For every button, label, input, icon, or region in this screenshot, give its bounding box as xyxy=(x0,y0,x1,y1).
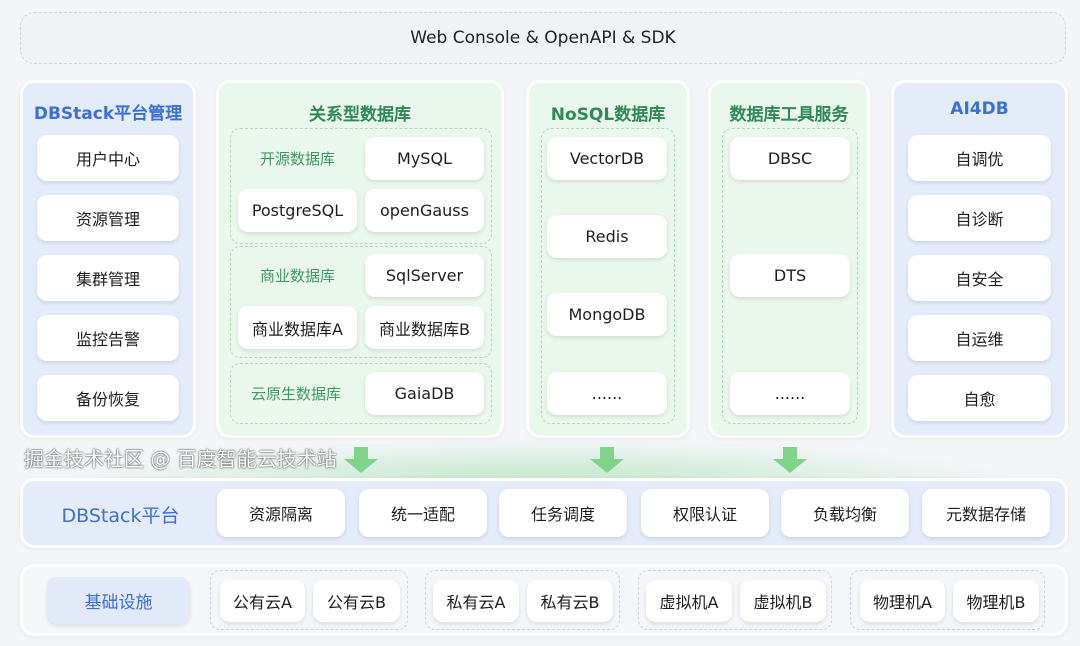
relational-title: 关系型数据库 xyxy=(309,105,411,125)
mgmt-item: 用户中心 xyxy=(37,135,179,181)
arrow-down-icon xyxy=(773,447,807,473)
physical-group xyxy=(850,570,1045,630)
api-layer-title: Web Console & OpenAPI & SDK xyxy=(410,28,676,48)
nosql-group xyxy=(541,128,675,424)
ai4db-item: 自愈 xyxy=(908,375,1051,421)
open-source-group xyxy=(230,128,492,244)
db-commercial-a: 商业数据库A xyxy=(238,306,357,349)
db-gaiadb: GaiaDB xyxy=(365,372,484,415)
ai4db-item: 自安全 xyxy=(908,255,1051,301)
db-mongodb: MongoDB xyxy=(547,293,667,336)
ai4db-title: AI4DB xyxy=(950,99,1009,119)
mgmt-item: 资源管理 xyxy=(37,195,179,241)
mgmt-title: DBStack平台管理 xyxy=(33,104,183,124)
db-redis: Redis xyxy=(547,215,667,258)
infra-item: 虚拟机B xyxy=(740,580,826,622)
cloud-native-group xyxy=(230,363,492,424)
tools-more: ...... xyxy=(730,372,850,415)
ai4db-item: 自运维 xyxy=(908,315,1051,361)
db-vectordb: VectorDB xyxy=(547,137,667,180)
tool-dbsc: DBSC xyxy=(730,137,850,180)
platform-item: 资源隔离 xyxy=(217,489,345,537)
cloud-native-label: 云原生数据库 xyxy=(250,385,341,403)
nosql-more: ...... xyxy=(547,372,667,415)
commercial-label: 商业数据库 xyxy=(259,267,335,285)
ai4db-item: 自调优 xyxy=(908,135,1051,181)
tool-dts: DTS xyxy=(730,254,850,297)
infra-item: 公有云A xyxy=(220,580,305,622)
commercial-group xyxy=(230,246,492,358)
infra-title: 基础设施 xyxy=(47,577,190,624)
db-mysql: MySQL xyxy=(365,137,484,180)
db-opengauss: openGauss xyxy=(365,189,484,232)
platform-title: DBStack平台 xyxy=(61,505,180,527)
platform-item: 权限认证 xyxy=(641,489,769,537)
nosql-title: NoSQL数据库 xyxy=(550,105,666,125)
platform-item: 任务调度 xyxy=(499,489,627,537)
platform-item: 统一适配 xyxy=(359,489,487,537)
ai4db-item: 自诊断 xyxy=(908,195,1051,241)
infra-item: 私有云B xyxy=(527,580,613,622)
tools-group xyxy=(722,128,858,424)
public-cloud-group xyxy=(210,570,408,630)
flow-glow xyxy=(60,440,1020,482)
db-postgresql: PostgreSQL xyxy=(238,189,357,232)
infra-item: 物理机A xyxy=(860,580,945,622)
tools-title: 数据库工具服务 xyxy=(729,105,849,125)
private-cloud-group xyxy=(425,570,620,630)
db-commercial-b: 商业数据库B xyxy=(365,306,484,349)
platform-item: 元数据存储 xyxy=(922,489,1050,537)
infra-item: 公有云B xyxy=(313,580,400,622)
api-layer-bar: Web Console & OpenAPI & SDK xyxy=(20,12,1066,64)
infra-item: 虚拟机A xyxy=(646,580,732,622)
watermark: 掘金技术社区 @ 百度智能云技术站 xyxy=(24,447,337,471)
mgmt-item: 监控告警 xyxy=(37,315,179,361)
mgmt-item: 备份恢复 xyxy=(37,375,179,421)
infra-item: 私有云A xyxy=(433,580,519,622)
vm-group xyxy=(638,570,832,630)
platform-item: 负载均衡 xyxy=(781,489,909,537)
arrow-down-icon xyxy=(344,447,378,473)
mgmt-item: 集群管理 xyxy=(37,255,179,301)
open-source-label: 开源数据库 xyxy=(259,150,335,168)
db-sqlserver: SqlServer xyxy=(365,254,484,297)
infra-item: 物理机B xyxy=(953,580,1039,622)
arrow-down-icon xyxy=(590,447,624,473)
